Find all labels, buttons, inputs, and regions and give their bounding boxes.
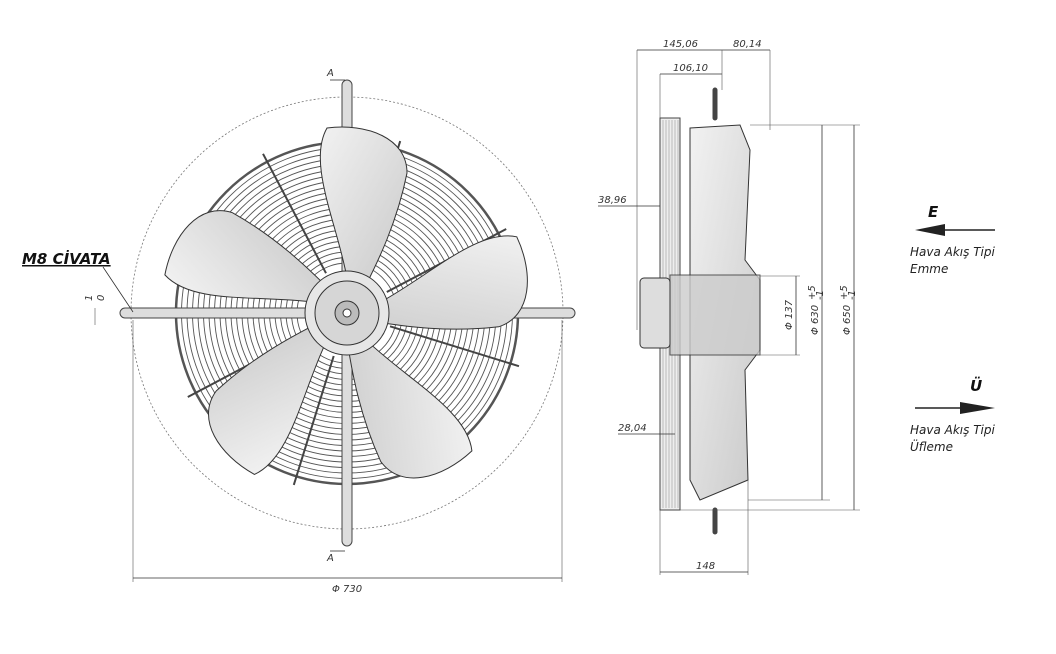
hub: [304, 270, 390, 356]
tol-plus-630: +5: [807, 285, 818, 300]
blow-line1: Hava Akış Tipi: [910, 423, 995, 437]
suction-line1: Hava Akış Tipi: [910, 245, 995, 259]
dim-80: 80,14: [733, 39, 762, 50]
blow-line2: Üfleme: [910, 438, 953, 454]
dim-145: 145,06: [663, 39, 698, 50]
suction-letter: E: [928, 203, 939, 221]
diameter-730-dim: Φ 730: [332, 584, 362, 595]
dim-28: 28,04: [618, 423, 647, 434]
arrow-left-icon: [915, 224, 945, 236]
offset-dim-bottom: 0: [96, 295, 107, 301]
fan-blade: [379, 235, 528, 330]
tol-minus-630: -1: [815, 290, 826, 300]
bolt-label: M8 CİVATA: [22, 249, 111, 268]
section-mark-bottom: A: [326, 553, 334, 564]
front-view: M8 CİVATA 1 0 A A Φ 730: [22, 68, 576, 595]
dim-630: Φ 630: [810, 305, 821, 335]
dim-137: Φ 137: [784, 299, 795, 330]
arrow-right-icon: [960, 402, 995, 414]
dim-106: 106,10: [673, 63, 708, 74]
airflow-legend: E Hava Akış Tipi Emme Ü Hava Akış Tipi Ü…: [910, 203, 995, 454]
section-mark-top: A: [326, 68, 334, 79]
suction-line2: Emme: [910, 262, 948, 276]
blow-letter: Ü: [970, 376, 982, 395]
fan-blade: [164, 210, 326, 303]
side-view: 145,06 80,14 106,10 38,96 28,04 148 Φ 13…: [598, 39, 860, 575]
tol-minus-650: -1: [847, 290, 858, 300]
offset-dim-top: 1: [84, 295, 95, 301]
dim-38: 38,96: [598, 195, 627, 206]
fan-blades: [164, 126, 528, 479]
motor-body: [669, 274, 761, 356]
dim-650: Φ 650: [842, 305, 853, 335]
fan-blade: [347, 340, 473, 479]
fan-blade: [319, 126, 408, 284]
tol-plus-650: +5: [839, 285, 850, 300]
motor-box: [639, 277, 671, 349]
fan-blade: [208, 324, 328, 475]
dim-148: 148: [696, 561, 715, 572]
